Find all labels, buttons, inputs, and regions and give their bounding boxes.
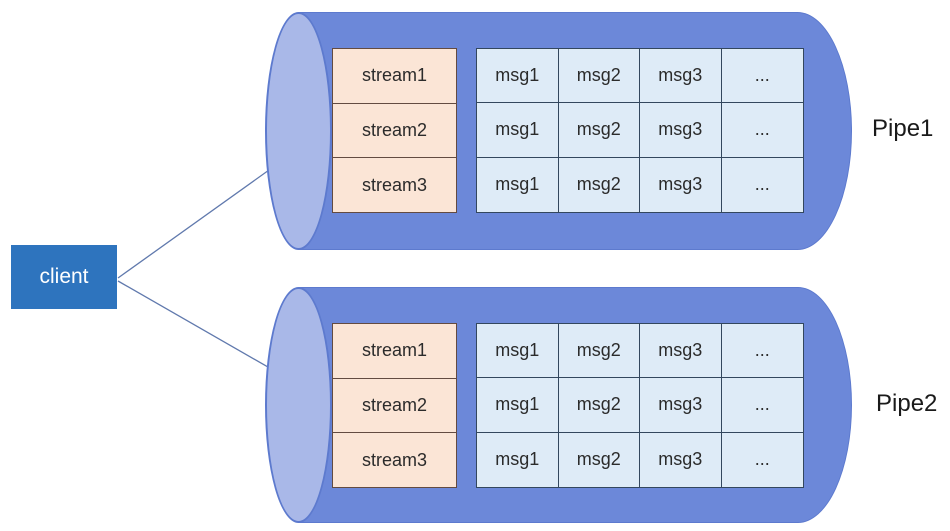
msg-cell: msg1 xyxy=(477,324,559,379)
client-label: client xyxy=(39,265,89,288)
msg-cell: msg2 xyxy=(558,103,640,158)
pipe1-stream1-cell: stream1 xyxy=(332,48,457,104)
msg-cell-ellipsis: ... xyxy=(721,49,803,104)
msg-cell: msg3 xyxy=(640,324,722,379)
pipe2-stream1-cell: stream1 xyxy=(332,323,457,379)
msg-cell: msg1 xyxy=(477,103,559,158)
msg-cell: msg2 xyxy=(558,49,640,104)
msg-cell-ellipsis: ... xyxy=(721,432,803,487)
msg-cell-ellipsis: ... xyxy=(721,157,803,212)
msg-cell: msg2 xyxy=(558,432,640,487)
msg-cell: msg1 xyxy=(477,157,559,212)
pipe1-stream-column: stream1 stream2 stream3 xyxy=(332,48,457,214)
pipe2-label: Pipe2 xyxy=(876,390,938,417)
pipe2-stream-column: stream1 stream2 stream3 xyxy=(332,323,457,489)
pipe1-stream2-cell: stream2 xyxy=(332,102,457,159)
msg-cell: msg3 xyxy=(640,103,722,158)
msg-cell: msg3 xyxy=(640,378,722,433)
client-box: client xyxy=(11,245,117,309)
msg-cell: msg3 xyxy=(640,49,722,104)
msg-cell: msg1 xyxy=(477,49,559,104)
msg-cell-ellipsis: ... xyxy=(721,324,803,379)
msg-cell: msg2 xyxy=(558,378,640,433)
pipe1-cap-ellipse xyxy=(265,12,332,250)
pipe1-stream3-cell: stream3 xyxy=(332,157,457,214)
pipe2-cap-ellipse xyxy=(265,287,332,523)
pipe1-label: Pipe1 xyxy=(872,115,934,142)
msg-cell: msg3 xyxy=(640,157,722,212)
pipe2-message-grid: msg1 msg2 msg3 ... msg1 msg2 msg3 ... ms… xyxy=(476,323,804,488)
msg-cell: msg3 xyxy=(640,432,722,487)
pipe1-message-grid: msg1 msg2 msg3 ... msg1 msg2 msg3 ... ms… xyxy=(476,48,804,213)
msg-cell: msg1 xyxy=(477,378,559,433)
pipe2-stream2-cell: stream2 xyxy=(332,377,457,434)
msg-cell-ellipsis: ... xyxy=(721,103,803,158)
pipe2: stream1 stream2 stream3 msg1 msg2 msg3 .… xyxy=(265,287,852,523)
msg-cell: msg2 xyxy=(558,157,640,212)
pipe1: stream1 stream2 stream3 msg1 msg2 msg3 .… xyxy=(265,12,852,250)
pipe2-stream3-cell: stream3 xyxy=(332,432,457,489)
msg-cell-ellipsis: ... xyxy=(721,378,803,433)
msg-cell: msg2 xyxy=(558,324,640,379)
msg-cell: msg1 xyxy=(477,432,559,487)
